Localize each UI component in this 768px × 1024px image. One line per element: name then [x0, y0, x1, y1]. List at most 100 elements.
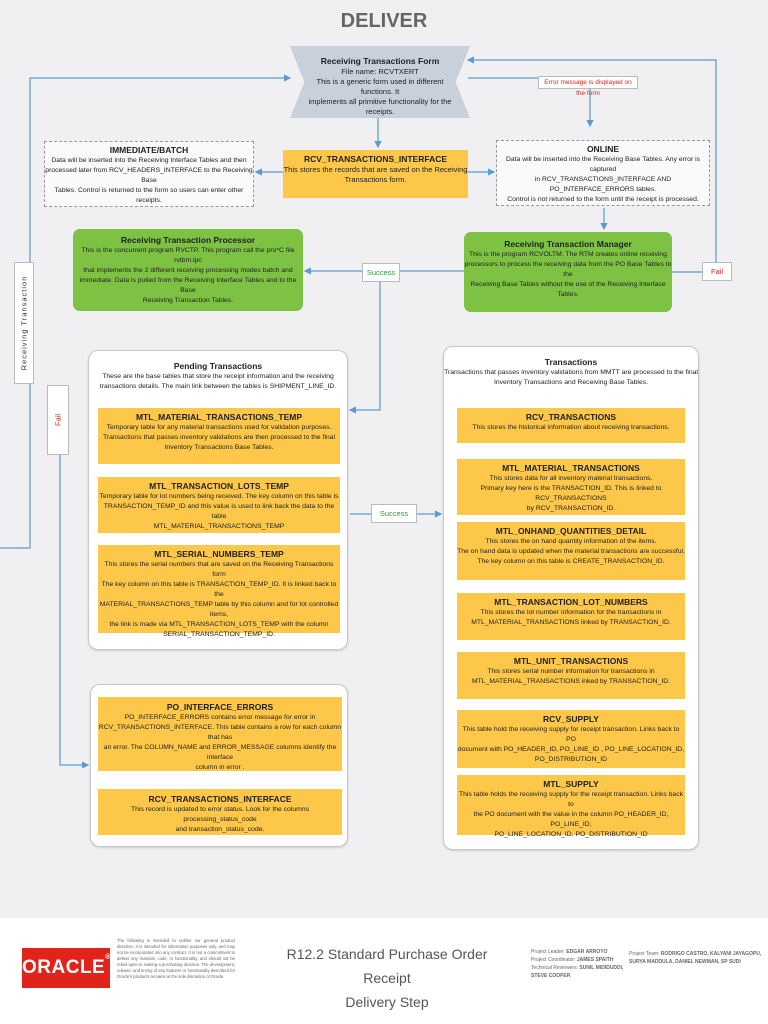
online-box: ONLINE Data will be inserted into the Re… [496, 140, 710, 206]
transactions-title: Transactions [544, 357, 598, 367]
processor-line2: that implements the 2 different receivin… [83, 267, 293, 274]
transactions-table-4-line0: This stores serial number information fo… [487, 668, 655, 675]
transactions-table-5: RCV_SUPPLY This table hold the receiving… [457, 710, 685, 768]
rti-line2: Transactions form. [344, 175, 407, 184]
oracle-logo-text: ORACLE [22, 957, 106, 978]
pending-table-1-line0: Temporary table for lot numbers being re… [99, 493, 339, 500]
errors-table-1-line1: and transaction_status_code. [175, 826, 265, 833]
pending-table-1-line2: MTL_MATERIAL_TRANSACTIONS_TEMP [153, 523, 285, 530]
errors-panel: PO_INTERFACE_ERRORS PO_INTERFACE_ERRORS … [90, 684, 348, 847]
errors-table-0-name: PO_INTERFACE_ERRORS [166, 702, 274, 712]
coordinator-name: JAMES SPAITH [576, 957, 614, 963]
online-title: ONLINE [586, 144, 620, 154]
transactions-table-6-line0: This table holds the receiving supply fo… [458, 791, 684, 808]
transactions-table-4: MTL_UNIT_TRANSACTIONS This stores serial… [457, 652, 685, 699]
transactions-table-2-line2: The key column on this table is CREATE_T… [477, 558, 665, 565]
receiving-transaction-label: Receiving Transaction [19, 275, 29, 371]
transactions-table-2-name: MTL_ONHAND_QUANTITIES_DETAIL [495, 526, 647, 536]
rti-title: RCV_TRANSACTIONS_INTERFACE [303, 154, 448, 164]
fail-left-box: Fail [47, 385, 69, 455]
transactions-table-0-name: RCV_TRANSACTIONS [525, 412, 617, 422]
success-label-1: Success [362, 263, 400, 282]
receiving-form-line2: This is a generic form used in different… [316, 77, 444, 96]
receiving-form-box: Receiving Transactions Form File name: R… [300, 56, 460, 117]
page-title: DELIVER [340, 10, 428, 32]
transactions-table-3-line1: MTL_MATERIAL_TRANSACTIONS linked by TRAN… [471, 619, 671, 626]
transactions-table-5-line1: document with PO_HEADER_ID, PO_LINE_ID ,… [457, 746, 685, 753]
receiving-form-line3: implements all primitive functionality f… [308, 97, 452, 116]
transactions-table-2-line1: The on hand data is updated when the mat… [457, 548, 685, 555]
pending-table-2: MTL_SERIAL_NUMBERS_TEMP This stores the … [98, 545, 340, 638]
processor-line1: This is the concurrent program RVCTP. Th… [81, 247, 295, 264]
success-label-2: Success [371, 504, 417, 523]
rti-line1: This stores the records that are saved o… [283, 165, 468, 174]
immediate-batch-line2: processed later from RCV_HEADERS_INTERFA… [45, 167, 253, 184]
reviewers-label: Technical Reviewers: [531, 965, 580, 971]
footer-credits: Project Leader: EDGAR ARROYO Project Coo… [531, 948, 627, 980]
reviewers-names: SUNIL MIDIDUDDI, [579, 965, 624, 971]
transactions-table-0-line0: This stores the historical information a… [472, 424, 670, 431]
online-line1: Data will be inserted into the Receiving… [505, 156, 701, 173]
errors-table-1: RCV_TRANSACTIONS_INTERFACE This record i… [98, 789, 342, 835]
receiving-form-line1: File name: RCVTXERT [341, 67, 419, 76]
pending-table-2-name: MTL_SERIAL_NUMBERS_TEMP [154, 549, 284, 559]
pending-table-2-line0: This stores the serial numbers that are … [104, 561, 334, 578]
footer-title-line2: Delivery Step [345, 994, 429, 1010]
transactions-table-5-name: RCV_SUPPLY [543, 714, 599, 724]
errors-table-0: PO_INTERFACE_ERRORS PO_INTERFACE_ERRORS … [98, 697, 342, 771]
transactions-table-6-name: MTL_SUPPLY [543, 779, 599, 789]
errors-table-0-line0: PO_INTERFACE_ERRORS contains error messa… [124, 714, 316, 721]
transactions-table-4-name: MTL_UNIT_TRANSACTIONS [513, 656, 629, 666]
pending-table-0: MTL_MATERIAL_TRANSACTIONS_TEMP Temporary… [98, 408, 340, 464]
transactions-table-1-line0: This stores data for all inventory mater… [489, 475, 653, 482]
transaction-manager-box: Receiving Transaction Manager This is th… [464, 232, 672, 312]
manager-line3: Receiving Base Tables without the use of… [470, 281, 666, 298]
transactions-table-2: MTL_ONHAND_QUANTITIES_DETAIL This stores… [457, 522, 685, 580]
errors-table-1-name: RCV_TRANSACTIONS_INTERFACE [148, 794, 292, 804]
transactions-table-5-line0: This table hold the receiving supply for… [462, 726, 680, 743]
team-label: Project Team: [629, 951, 661, 957]
pending-table-1-line1: TRANSACTION_TEMP_ID and this value is us… [103, 503, 335, 520]
pending-table-2-line1: The key column on this table is TRANSACT… [101, 581, 337, 598]
processor-line4: Receiving Transaction Tables. [142, 297, 234, 304]
transactions-table-3: MTL_TRANSACTION_LOT_NUMBERS This stores … [457, 593, 685, 640]
team-names-2: SURYA MADDULA, DANIEL NEWMAN, SP SUDI [629, 959, 741, 965]
transactions-table-6: MTL_SUPPLY This table holds the receivin… [457, 775, 685, 838]
oracle-logo-mark: ® [105, 954, 111, 961]
pending-transactions-panel: Pending Transactions These are the base … [88, 350, 348, 650]
transactions-table-1-name: MTL_MATERIAL_TRANSACTIONS [502, 463, 640, 473]
online-line3: Control is not returned to the form unti… [507, 196, 699, 203]
transactions-table-2-line0: This stores the on hand quantity informa… [485, 538, 657, 545]
immediate-batch-box: IMMEDIATE/BATCH Data will be inserted in… [44, 141, 254, 207]
footer-team: Project Team: RODRIGO CASTRO, KALYANI JA… [629, 950, 765, 966]
receiving-form-title: Receiving Transactions Form [320, 56, 440, 66]
pending-line1: These are the base tables that store the… [102, 373, 334, 380]
transactions-table-6-line1: the PO document with the value in the co… [473, 811, 669, 828]
disclaimer-text: The following is intended to outline our… [117, 938, 235, 979]
pending-table-0-name: MTL_MATERIAL_TRANSACTIONS_TEMP [135, 412, 303, 422]
pending-table-1: MTL_TRANSACTION_LOTS_TEMP Temporary tabl… [98, 477, 340, 533]
processor-title: Receiving Transaction Processor [120, 235, 256, 245]
pending-table-2-line2: MATERIAL_TRANSACTIONS_TEMP table by this… [99, 601, 339, 618]
transactions-table-3-name: MTL_TRANSACTION_LOT_NUMBERS [494, 597, 648, 607]
footer-title: R12.2 Standard Purchase Order Receipt De… [262, 942, 512, 1014]
diagram-canvas: DELIVER Receiving Transactions Form File… [0, 0, 768, 918]
leader-label: Project Leader: [531, 949, 567, 955]
manager-line2: processors to process the receiving data… [464, 261, 672, 278]
team-names: RODRIGO CASTRO, KALYANI JAYAGOPU, [660, 951, 762, 957]
immediate-batch-line1: Data will be inserted into the Receiving… [51, 157, 247, 164]
fail-label-left: Fail [53, 413, 63, 427]
errors-table-0-line2: an error. The COLUMN_NAME and ERROR_MESS… [103, 744, 337, 761]
pending-table-0-line0: Temporary table for any material transac… [106, 424, 332, 431]
fail-label-right: Fail [702, 262, 732, 281]
errors-table-1-line0: This record is updated to error status. … [131, 806, 309, 823]
pending-table-0-line2: Inventory Transactions Base Tables. [164, 444, 274, 451]
transactions-table-5-line2: PO_DISTRIBUTION_ID [534, 756, 608, 763]
transactions-panel: Transactions Transactions that passes in… [443, 346, 699, 850]
pending-table-2-line4: SERIAL_TRANSACTION_TEMP_ID. [163, 631, 275, 638]
oracle-logo: ORACLE® [22, 948, 110, 988]
error-message-label: Error message is displayed on the form [538, 76, 638, 97]
transactions-table-6-line2: PO_LINE_LOCATION_ID, PO_DISTRIBUTION_ID [494, 831, 648, 838]
pending-table-1-name: MTL_TRANSACTION_LOTS_TEMP [149, 481, 289, 491]
transactions-table-1-line2: by RCV_TRANSACTION_ID. [526, 505, 616, 512]
